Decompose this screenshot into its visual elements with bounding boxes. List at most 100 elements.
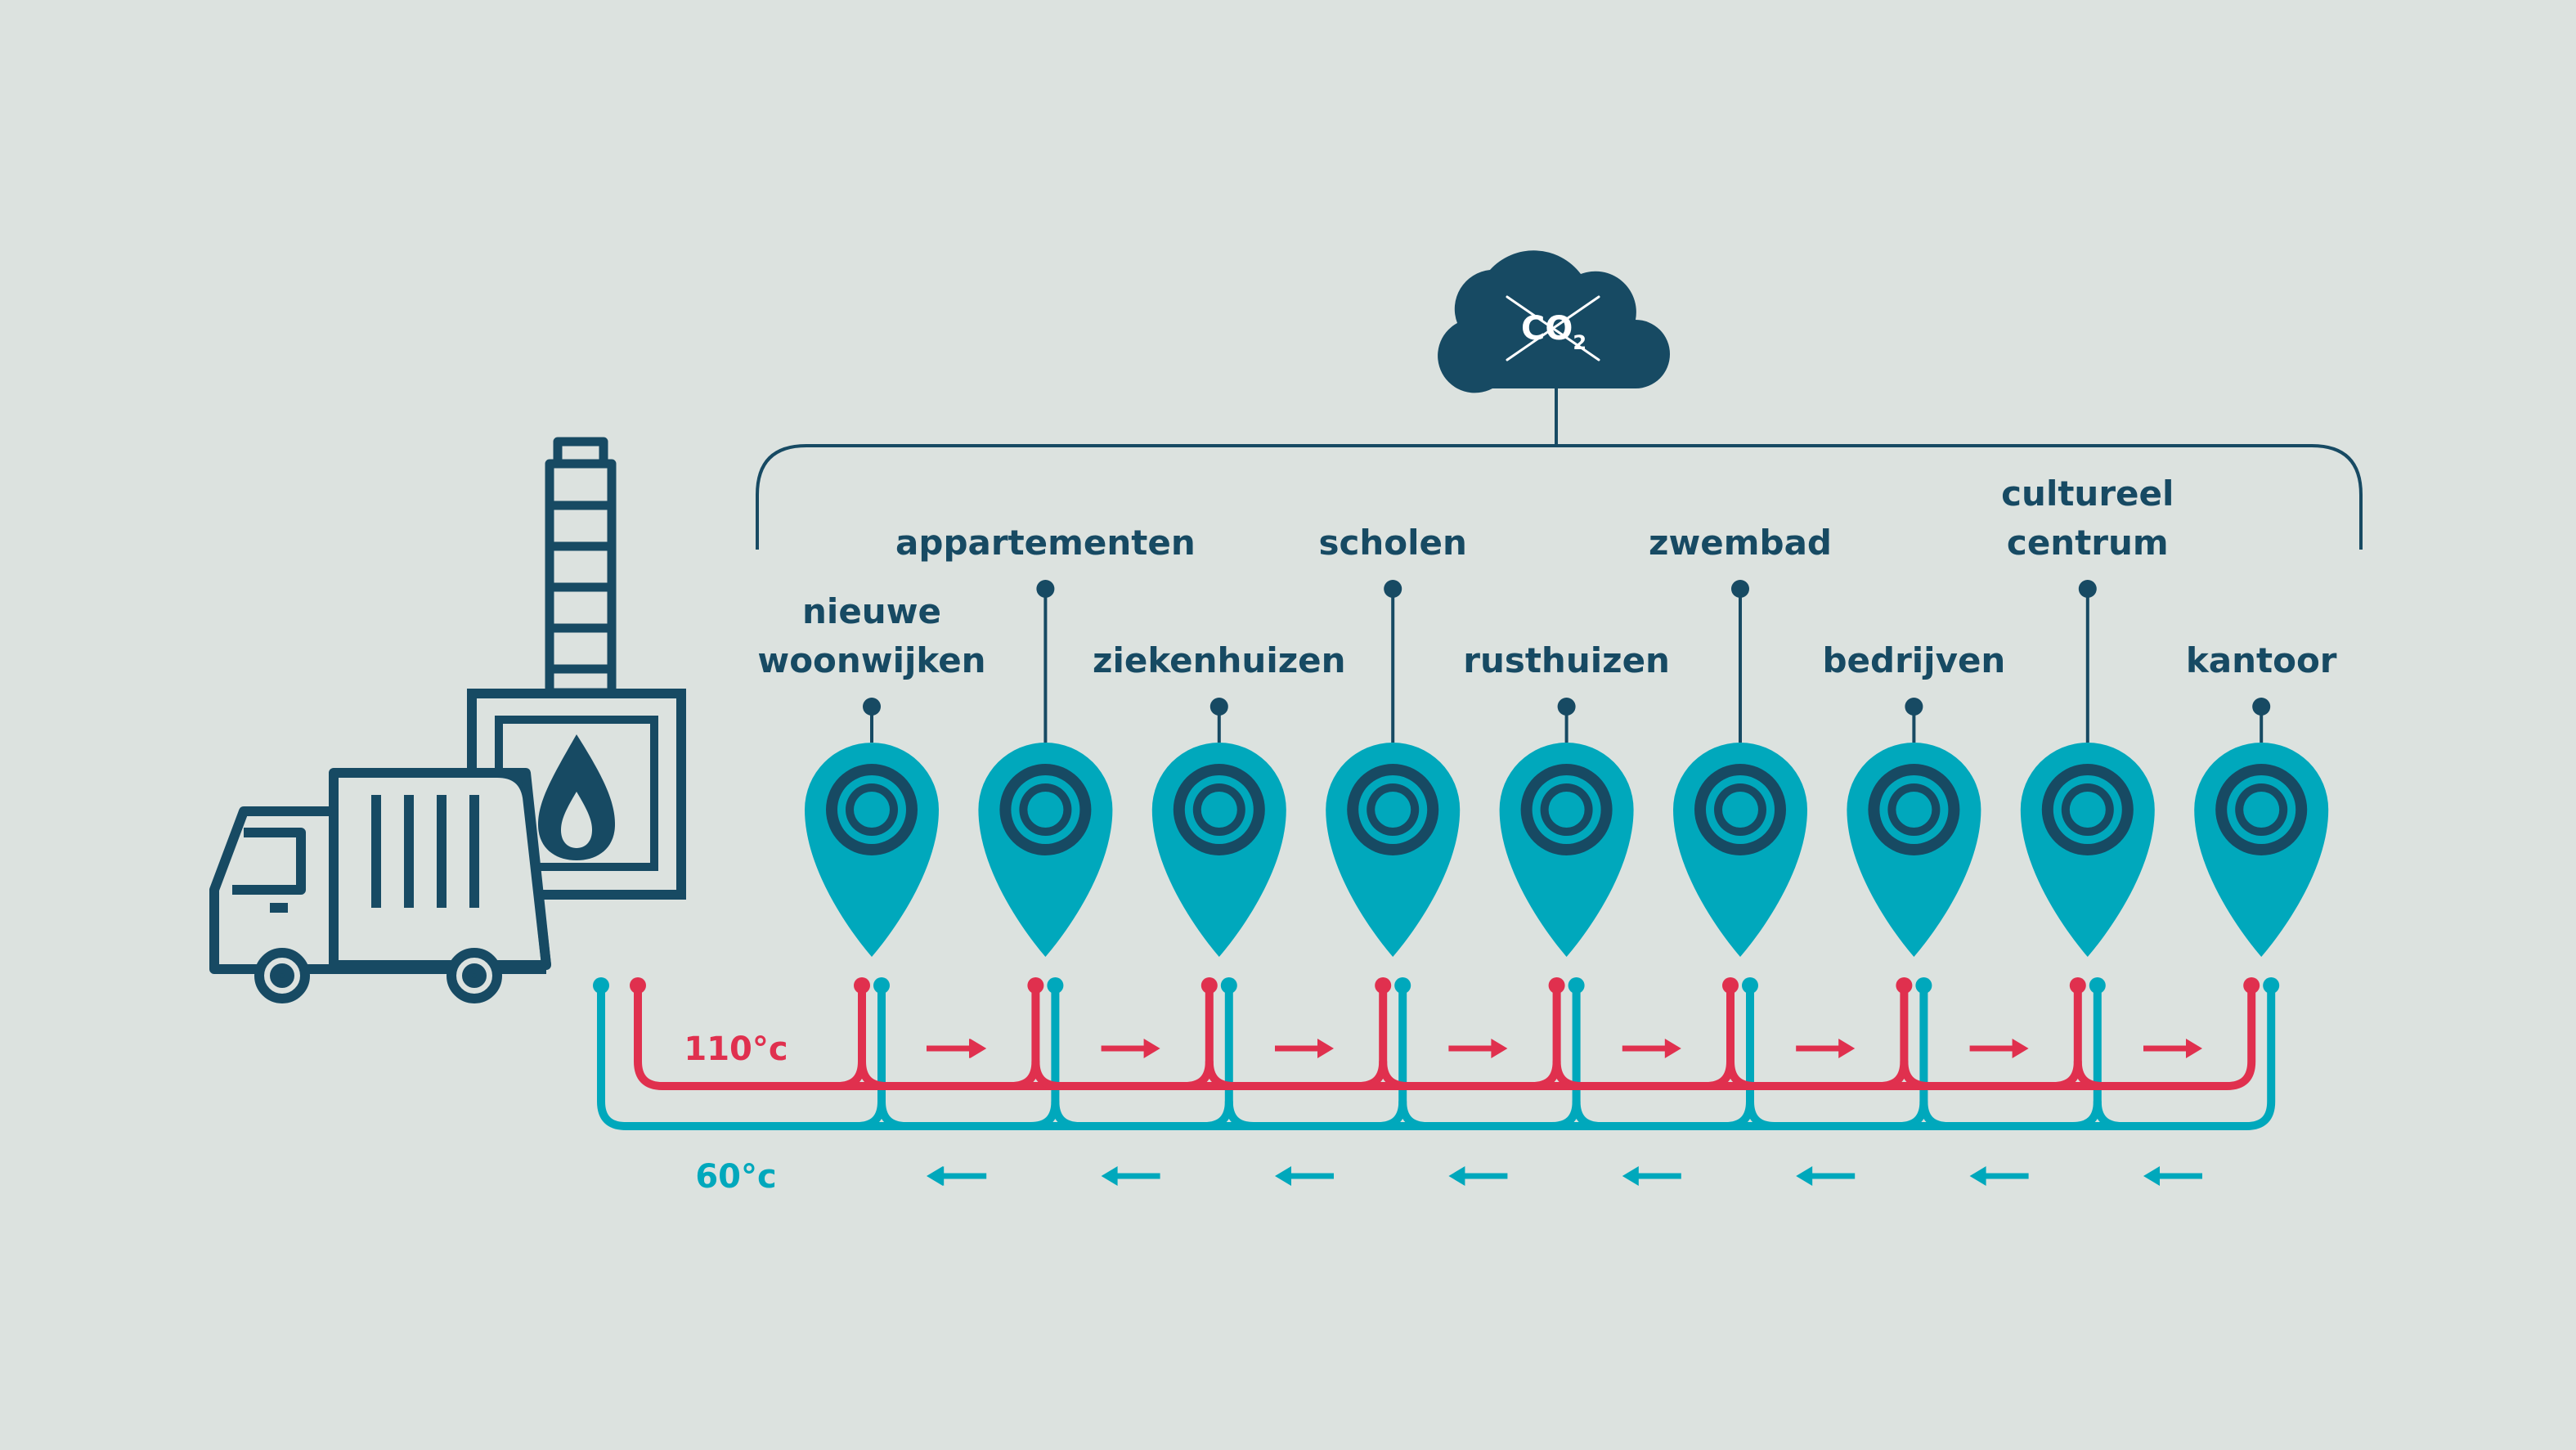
supply-pipe-branch bbox=[2049, 981, 2082, 1090]
consumer-marker: zwembad bbox=[1649, 523, 1832, 957]
consumer-marker: kantoor bbox=[2186, 640, 2337, 957]
supply-pipe-branch bbox=[1205, 1057, 1238, 1090]
co2-cloud: CO2 bbox=[1438, 250, 1670, 393]
arrow-left-icon bbox=[2143, 1166, 2160, 1186]
arrow-right-icon bbox=[1491, 1039, 1508, 1058]
consumer-label: scholen bbox=[1318, 523, 1466, 563]
arrow-left-icon bbox=[1796, 1166, 1813, 1186]
label-dot bbox=[1036, 580, 1055, 598]
arrow-left-icon bbox=[1101, 1166, 1118, 1186]
consumer-marker: ziekenhuizen bbox=[1093, 640, 1346, 957]
arrow-left-icon bbox=[927, 1166, 943, 1186]
arrow-right-icon bbox=[1143, 1039, 1160, 1058]
pipe-network bbox=[593, 977, 2280, 1130]
consumer-markers: nieuwe woonwijken appartementen ziekenhuize… bbox=[757, 474, 2337, 957]
supply-pipe-end bbox=[854, 977, 870, 994]
return-pipe-end bbox=[1220, 977, 1237, 994]
arrow-left-icon bbox=[1448, 1166, 1465, 1186]
return-pipe-branch bbox=[1572, 1098, 1605, 1130]
strike-through-icon bbox=[1506, 295, 1600, 361]
return-pipe-end bbox=[2089, 977, 2106, 994]
label-dot bbox=[1209, 698, 1228, 716]
arrow-right-icon bbox=[1317, 1039, 1334, 1058]
consumer-label: rusthuizen bbox=[1463, 640, 1670, 680]
arrow-left-icon bbox=[1275, 1166, 1291, 1186]
consumer-marker: bedrijven bbox=[1822, 640, 2005, 957]
supply-temperature: 110°c bbox=[684, 1030, 788, 1068]
supply-pipe-end bbox=[1027, 977, 1044, 994]
label-dot bbox=[1384, 580, 1402, 598]
supply-pipe-branch bbox=[1552, 1057, 1586, 1090]
supply-pipe-branch bbox=[1354, 981, 1388, 1090]
return-pipe-branch bbox=[2093, 1098, 2126, 1130]
supply-pipe-branch bbox=[1031, 1057, 1065, 1090]
svg-text:CO2: CO2 bbox=[1521, 310, 1586, 354]
consumer-label: zwembad bbox=[1649, 523, 1832, 563]
arrow-right-icon bbox=[2186, 1039, 2202, 1058]
consumer-label: bedrijven bbox=[1822, 640, 2005, 680]
cloud-icon bbox=[1438, 250, 1670, 393]
supply-pipe-end bbox=[1896, 977, 1913, 994]
label-dot bbox=[2078, 580, 2097, 598]
arrow-right-icon bbox=[969, 1039, 985, 1058]
return-pipe-end bbox=[1915, 977, 1932, 994]
garbage-truck-icon bbox=[209, 768, 551, 1003]
arrow-right-icon bbox=[1838, 1039, 1856, 1058]
return-pipe-end bbox=[873, 977, 890, 994]
supply-pipe-branch bbox=[858, 1057, 891, 1090]
consumer-label: cultureel bbox=[2001, 474, 2174, 514]
supply-pipe-main bbox=[634, 981, 2256, 1090]
emission-bracket bbox=[756, 388, 2363, 550]
supply-pipe-end bbox=[2069, 977, 2086, 994]
return-pipe-end bbox=[1568, 977, 1585, 994]
supply-pipe-branch bbox=[1702, 981, 1735, 1090]
supply-pipe-branch bbox=[1726, 1057, 1759, 1090]
return-pipe-branch bbox=[1051, 1098, 1084, 1130]
label-dot bbox=[863, 698, 881, 716]
supply-pipe-branch bbox=[1007, 981, 1040, 1090]
supply-pipe-branch bbox=[1379, 1057, 1412, 1090]
supply-pipe-branch bbox=[2073, 1057, 2107, 1090]
consumer-label: woonwijken bbox=[757, 640, 985, 680]
consumer-marker: nieuwe woonwijken bbox=[757, 591, 986, 957]
supply-pipe-end bbox=[630, 977, 646, 994]
consumer-marker: appartementen bbox=[895, 523, 1196, 957]
consumer-label: kantoor bbox=[2186, 640, 2337, 680]
consumer-marker: scholen bbox=[1318, 523, 1467, 957]
label-dot bbox=[1731, 580, 1749, 598]
supply-pipe-branch bbox=[1875, 981, 1909, 1090]
supply-pipe-end bbox=[1375, 977, 1392, 994]
supply-pipe-branch bbox=[1900, 1057, 1933, 1090]
return-pipe-end bbox=[1047, 977, 1064, 994]
supply-pipe-end bbox=[1722, 977, 1739, 994]
return-pipe-branch bbox=[1224, 1098, 1258, 1130]
consumer-label: appartementen bbox=[895, 523, 1196, 563]
label-dot bbox=[2252, 698, 2271, 716]
return-pipe-end bbox=[1394, 977, 1411, 994]
return-pipe-branch bbox=[1398, 1098, 1432, 1130]
flow-arrows bbox=[927, 1039, 2202, 1186]
consumer-label: nieuwe bbox=[802, 591, 941, 631]
co2-label: CO bbox=[1521, 310, 1573, 348]
chimney-icon bbox=[545, 437, 617, 698]
supply-pipe-end bbox=[1200, 977, 1218, 994]
return-pipe-branch bbox=[877, 1098, 910, 1130]
arrow-right-icon bbox=[2012, 1039, 2029, 1058]
supply-pipe-branch bbox=[1180, 981, 1214, 1090]
return-pipe-branch bbox=[1919, 1098, 1953, 1130]
supply-pipe-branch bbox=[1528, 981, 1561, 1090]
return-pipe-main bbox=[597, 981, 2276, 1130]
consumer-label: ziekenhuizen bbox=[1093, 640, 1346, 680]
label-dot bbox=[1557, 698, 1576, 716]
supply-pipe-end bbox=[2243, 977, 2260, 994]
return-pipe-end bbox=[2263, 977, 2280, 994]
supply-pipe-branch bbox=[833, 981, 866, 1090]
label-dot bbox=[1905, 698, 1923, 716]
return-pipe-branch bbox=[1746, 1098, 1779, 1130]
return-pipe-end bbox=[593, 977, 609, 994]
supply-pipe-end bbox=[1548, 977, 1565, 994]
arrow-left-icon bbox=[1969, 1166, 1986, 1186]
consumer-marker: cultureel centrum bbox=[2001, 474, 2174, 957]
consumer-label: centrum bbox=[2007, 523, 2169, 563]
